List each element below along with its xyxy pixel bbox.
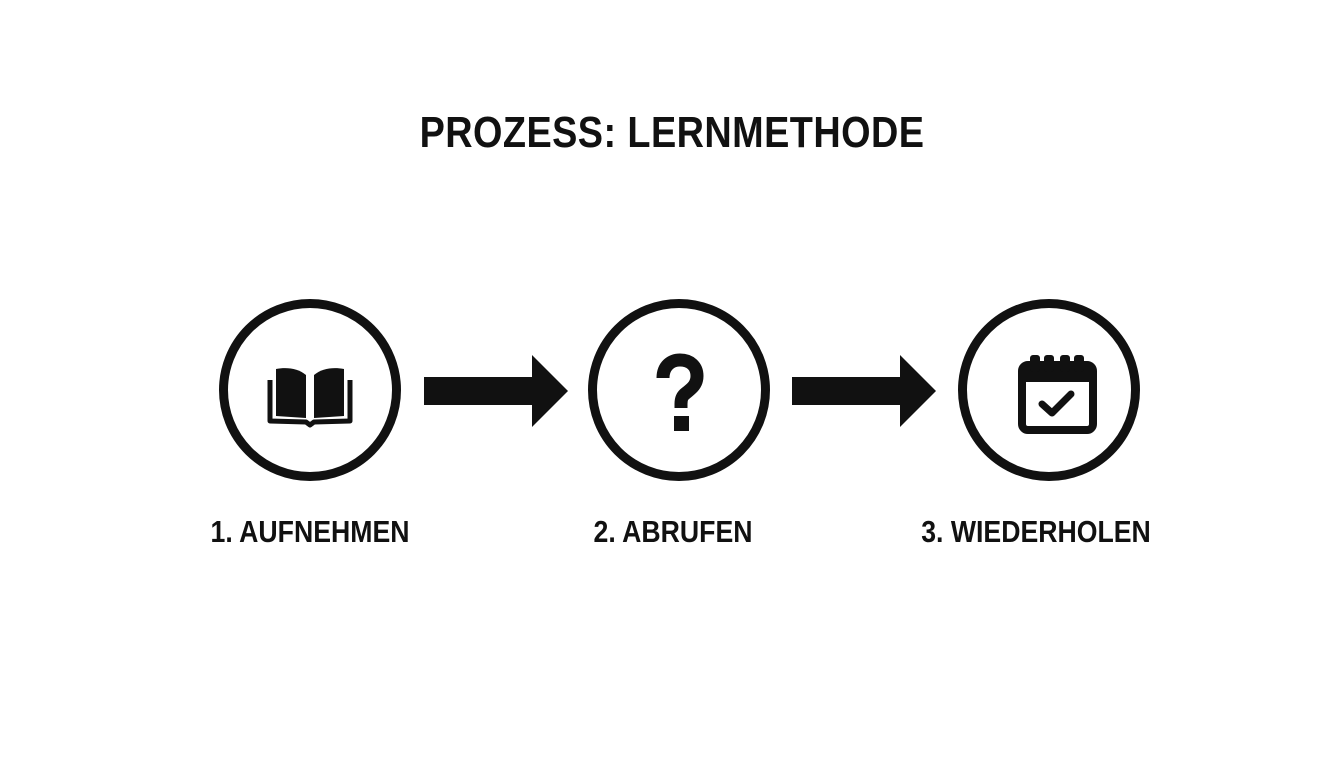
arrow-2-to-3 xyxy=(792,355,936,427)
question-mark-icon xyxy=(656,353,704,431)
step-1-circle xyxy=(219,299,401,481)
calendar-check-icon xyxy=(1018,355,1097,434)
step-2-circle xyxy=(588,299,770,481)
step-1-label: 1. AUFNEHMEN xyxy=(210,514,410,549)
step-3-circle xyxy=(958,299,1140,481)
arrow-1-to-2 xyxy=(424,355,568,427)
step-3-label: 3. WIEDERHOLEN xyxy=(921,514,1151,549)
step-2-label: 2. ABRUFEN xyxy=(593,514,753,549)
open-book-icon xyxy=(267,368,353,428)
diagram-title: PROZESS: LERNMETHODE xyxy=(419,108,925,157)
